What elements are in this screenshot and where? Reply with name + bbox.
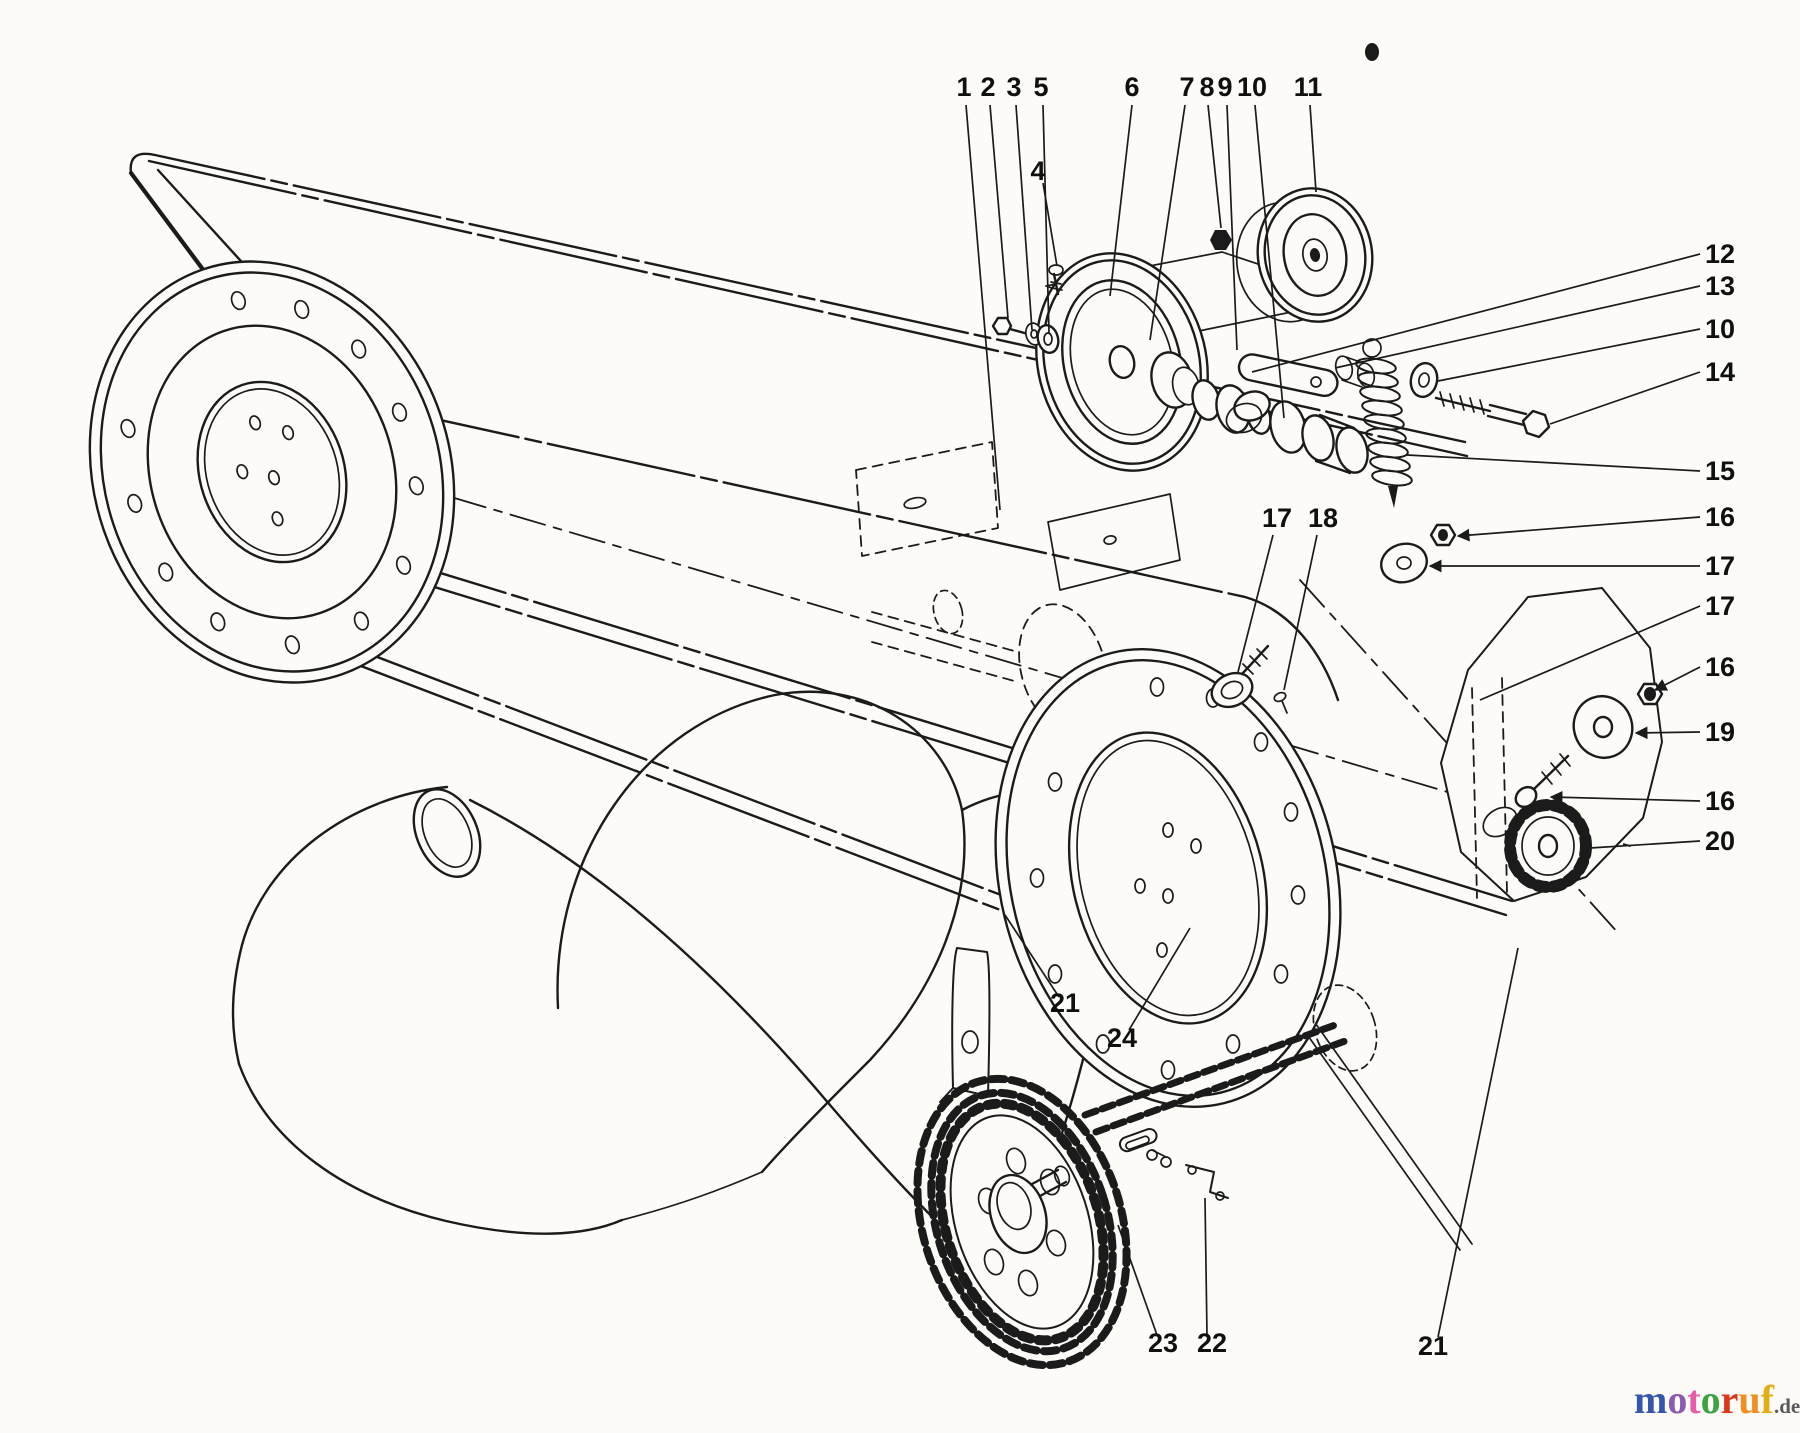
part-callout-14: 14 <box>1705 357 1735 387</box>
idler-arm-13 <box>1225 353 1376 434</box>
end-plate-bolt-holes <box>1029 677 1306 1080</box>
leader-line-6 <box>1109 104 1133 297</box>
output-sprocket <box>1504 799 1592 893</box>
flange-bolt-holes <box>120 290 425 655</box>
part-callout-11: 11 <box>1294 72 1323 102</box>
part-callout-23: 23 <box>1148 1328 1178 1358</box>
logo-letter: o <box>1667 1377 1688 1422</box>
chain-drive <box>913 984 1378 1370</box>
logo-wordmark: motoruf <box>1634 1377 1774 1422</box>
part-callout-1: 1 <box>956 72 971 102</box>
part-callout-3: 3 <box>1006 72 1021 102</box>
part-callout-15: 15 <box>1705 456 1735 486</box>
logo-letter: m <box>1634 1377 1668 1422</box>
logo-domain-suffix: .de <box>1774 1394 1800 1418</box>
left-flange-plate <box>88 260 456 684</box>
leader-line-9 <box>1226 104 1238 351</box>
washer-5 <box>1036 324 1060 354</box>
part-callout-13: 13 <box>1705 271 1735 301</box>
leader-line-18 <box>1283 534 1318 691</box>
leader-line-24 <box>1128 927 1191 1031</box>
part-callout-16: 16 <box>1705 786 1735 816</box>
stud-4 <box>1048 264 1064 296</box>
part-callout-21: 21 <box>1050 988 1080 1018</box>
leader-line-21 <box>1437 947 1519 1338</box>
leader-line-16 <box>1549 790 1701 804</box>
flange-nut-9 <box>1210 230 1232 250</box>
logo-letter: t <box>1687 1377 1701 1422</box>
small-nut <box>1365 43 1379 61</box>
leader-line-5 <box>1042 104 1050 334</box>
part-callout-18: 18 <box>1308 503 1338 533</box>
logo-letter: o <box>1700 1377 1721 1422</box>
leader-line-22 <box>1204 1197 1208 1336</box>
part-callout-12: 12 <box>1705 239 1735 269</box>
part-callout-7: 7 <box>1179 72 1194 102</box>
chain-guide-22 <box>1118 1127 1229 1201</box>
locknut-16-right <box>1636 682 1664 706</box>
logo-letter: r <box>1720 1377 1739 1422</box>
flat-washer-19 <box>1572 695 1634 759</box>
part-callout-16: 16 <box>1705 502 1735 532</box>
leader-line-1 <box>965 104 1001 511</box>
part-callout-24: 24 <box>1107 1023 1137 1053</box>
part-callout-10: 10 <box>1705 314 1735 344</box>
tension-hardware <box>1355 338 1551 584</box>
sprocket-bracket <box>1440 587 1664 902</box>
part-callout-8: 8 <box>1199 72 1214 102</box>
leader-line-12 <box>1251 253 1701 373</box>
pulley-assembly <box>991 43 1379 475</box>
part-callout-9: 9 <box>1217 72 1232 102</box>
leader-line-10 <box>1254 104 1285 419</box>
part-callout-17: 17 <box>1705 551 1735 581</box>
leader-line-2 <box>989 104 1009 319</box>
part-callout-17: 17 <box>1705 591 1735 621</box>
leader-line-14 <box>1549 371 1701 425</box>
hex-bolt-14 <box>1434 391 1551 439</box>
bearing-screw <box>1482 753 1571 838</box>
logo-letter: f <box>1760 1377 1774 1422</box>
support-strap <box>939 493 1181 1103</box>
leader-line-16 <box>1653 666 1701 691</box>
right-end-plate <box>994 648 1342 1108</box>
part-callout-22: 22 <box>1197 1328 1227 1358</box>
leader-line-7 <box>1149 104 1186 341</box>
spacer-stack <box>1191 379 1369 475</box>
leader-line-20 <box>1589 840 1701 849</box>
part-callout-21: 21 <box>1418 1331 1448 1361</box>
part-callout-10: 10 <box>1237 72 1267 102</box>
motoruf-logo[interactable]: motoruf.de <box>1634 1378 1800 1428</box>
part-callout-19: 19 <box>1705 717 1735 747</box>
carriage-bolt-2 <box>991 316 1044 346</box>
washer-17-top <box>1380 542 1428 584</box>
shaft-bearing-parts <box>1210 644 1288 714</box>
leader-line-16 <box>1456 516 1701 542</box>
leader-line-21 <box>1004 914 1060 998</box>
leader-line-17 <box>1479 605 1701 701</box>
part-callout-5: 5 <box>1033 72 1048 102</box>
leader-line-23 <box>1117 1224 1158 1336</box>
leader-line-17 <box>1237 534 1274 673</box>
leader-line-19 <box>1634 726 1701 740</box>
logo-letter: u <box>1738 1377 1761 1422</box>
leader-line-10 <box>1437 328 1701 382</box>
part-callout-20: 20 <box>1705 826 1735 856</box>
part-callout-6: 6 <box>1124 72 1139 102</box>
leader-line-3 <box>1015 104 1033 331</box>
part-callout-16: 16 <box>1705 652 1735 682</box>
idler-pulley-11 <box>1235 187 1374 323</box>
leader-line-15 <box>1406 454 1701 472</box>
leader-line-11 <box>1309 104 1317 193</box>
part-callout-4: 4 <box>1030 156 1045 186</box>
drive-pulley-6 <box>1035 252 1209 472</box>
leader-line-13 <box>1334 285 1701 369</box>
leader-line-4 <box>1042 182 1058 267</box>
locknut-16-top <box>1429 523 1457 547</box>
washer-10-end <box>1409 361 1439 399</box>
part-callout-17: 17 <box>1262 503 1292 533</box>
leader-line-8 <box>1207 104 1222 229</box>
part-callout-2: 2 <box>980 72 995 102</box>
